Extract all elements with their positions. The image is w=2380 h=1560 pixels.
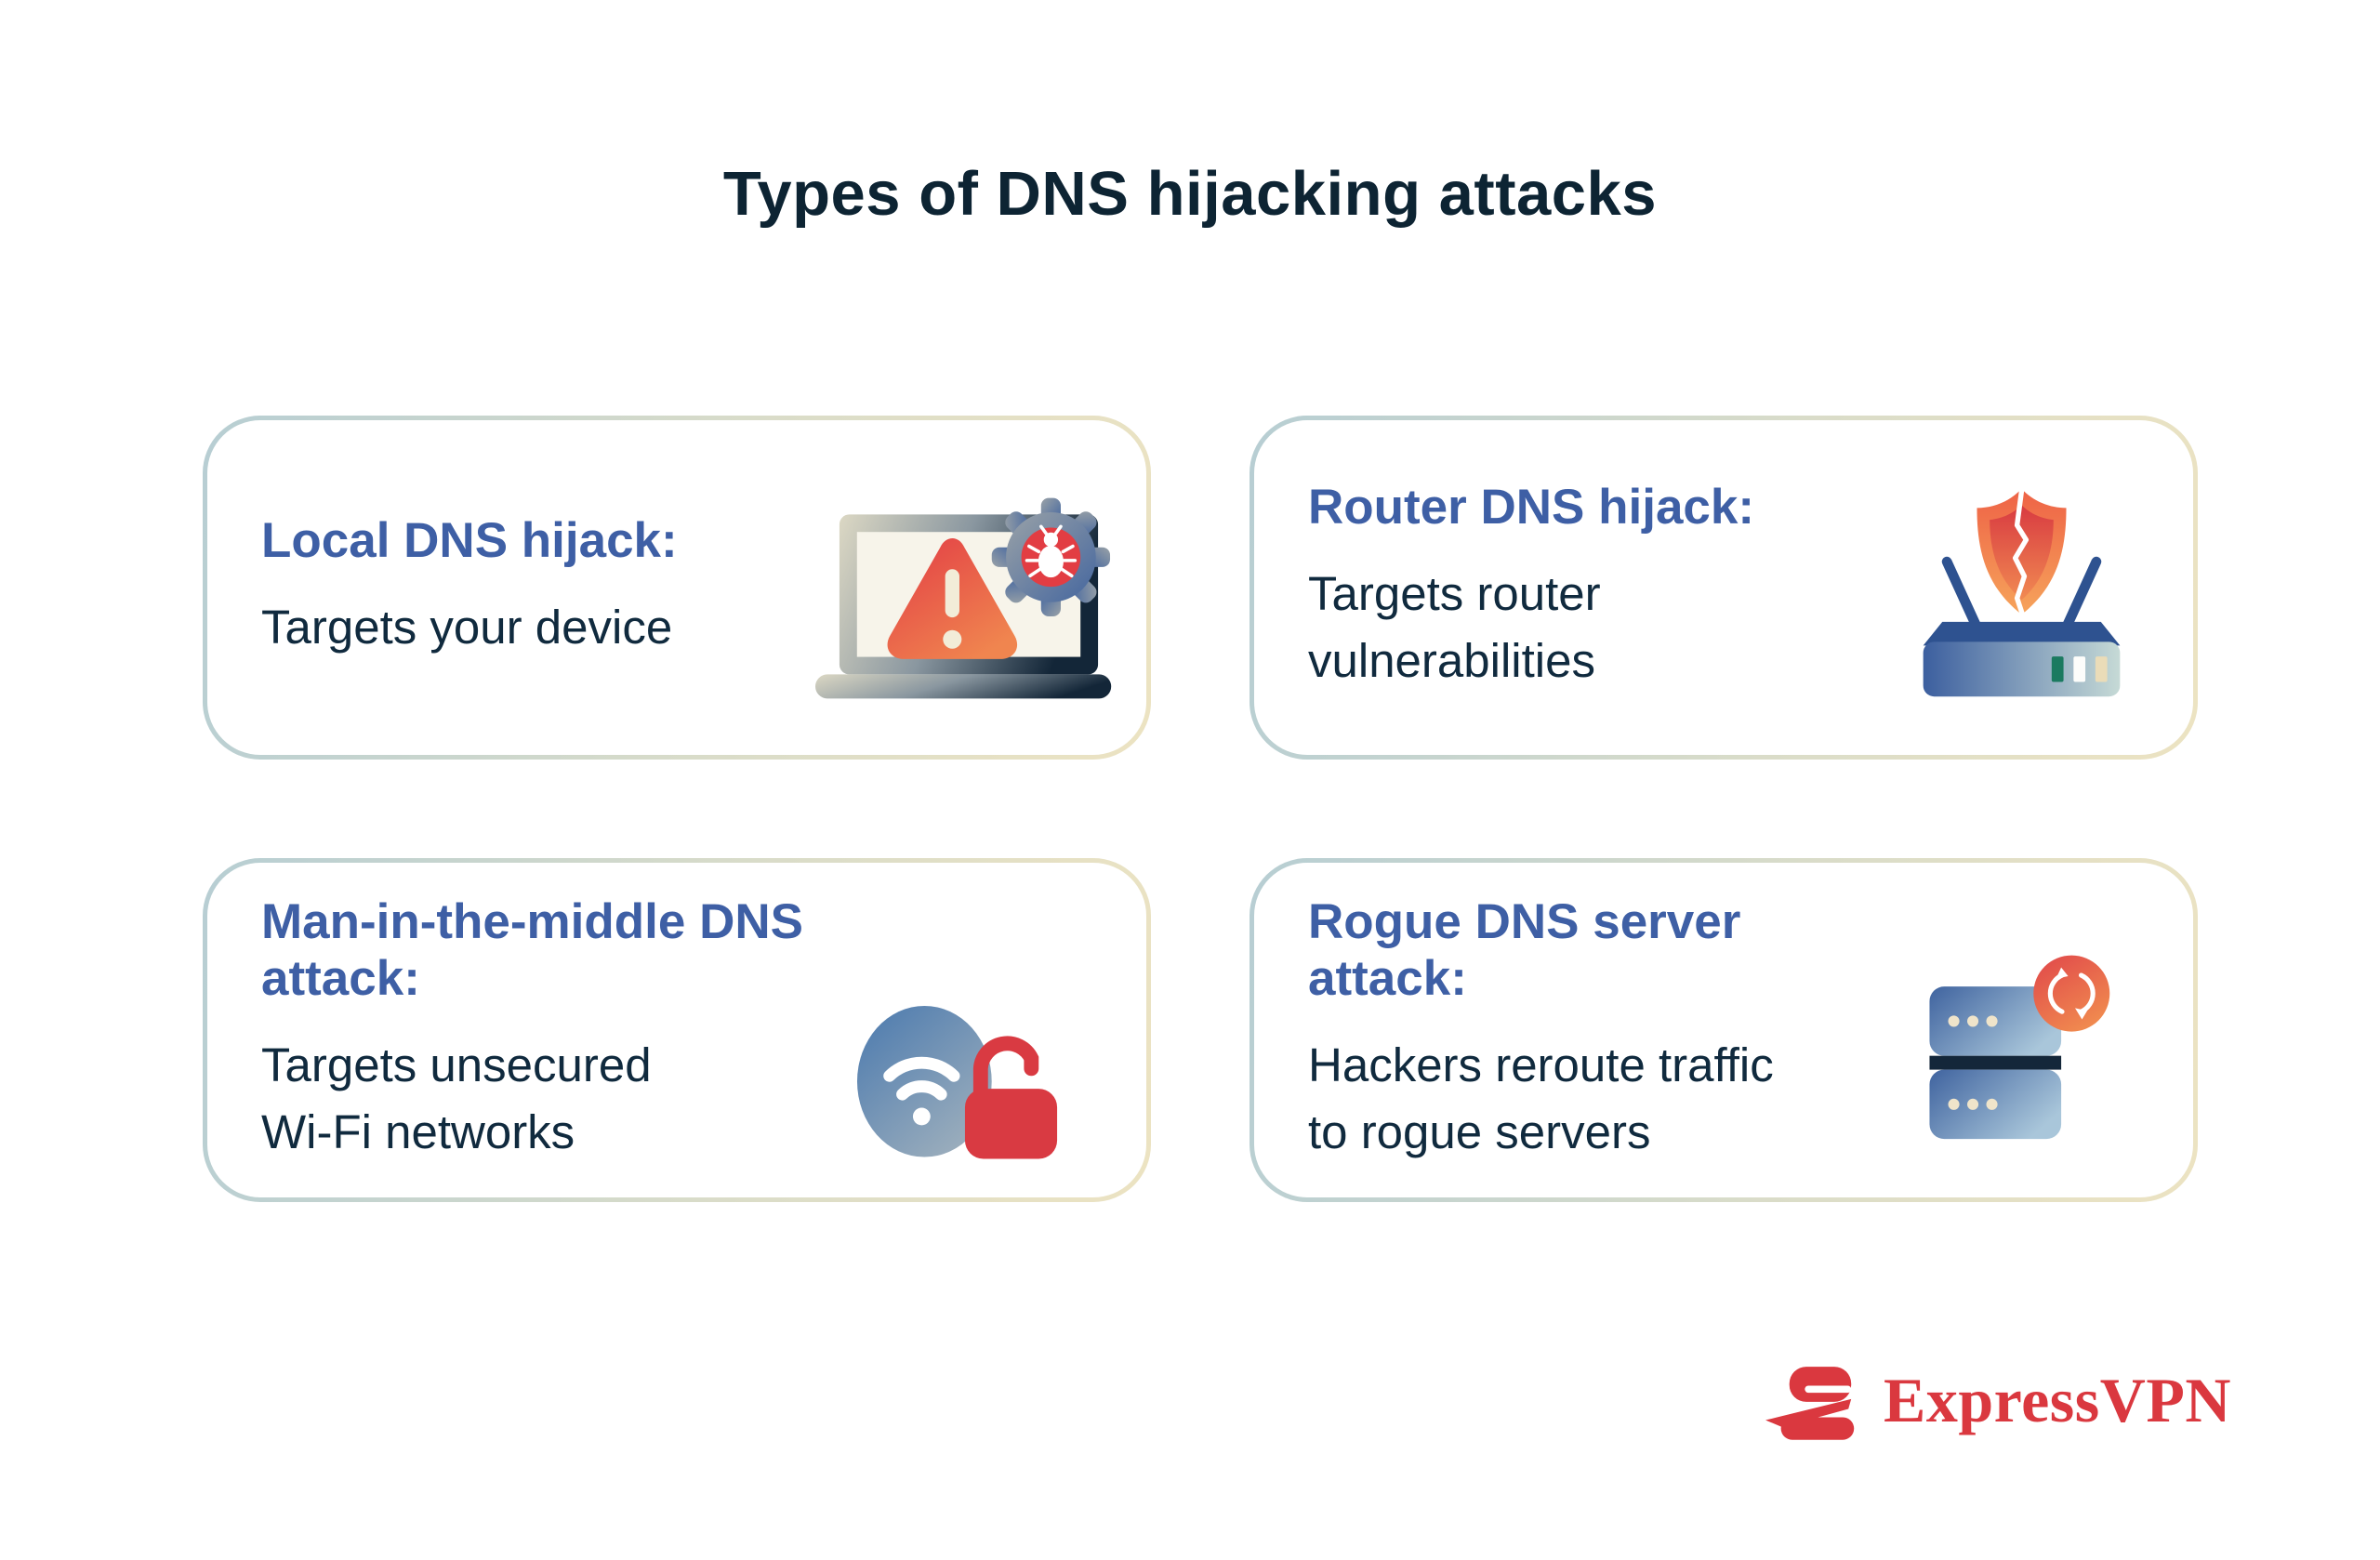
card-heading: Rogue DNS server attack:	[1308, 893, 1741, 1006]
card-body: Targets unsecured Wi-Fi networks	[261, 1038, 652, 1158]
cards-grid: Local DNS hijack: Targets your device	[203, 416, 2198, 1202]
brand-logo: ExpressVPN	[1763, 1359, 2231, 1441]
router-shield-broken-icon	[1923, 488, 2121, 697]
card-rogue-dns-server-attack: Rogue DNS server attack: Hackers reroute…	[1250, 858, 2198, 1202]
wifi-unlocked-icon	[856, 1005, 1058, 1159]
card-heading: Local DNS hijack:	[261, 513, 678, 569]
card-local-dns-hijack: Local DNS hijack: Targets your device	[203, 416, 1151, 760]
card-router-dns-hijack: Router DNS hijack: Targets router vulner…	[1250, 416, 2198, 760]
card-body: Hackers reroute traffic to rogue servers	[1308, 1038, 1774, 1158]
card-heading: Router DNS hijack:	[1308, 480, 1755, 535]
expressvpn-logo-icon	[1765, 1367, 1855, 1440]
server-reroute-icon	[1929, 955, 2110, 1140]
brand-wordmark: ExpressVPN	[1884, 1364, 2231, 1435]
card-man-in-the-middle-dns-attack: Man-in-the-middle DNS attack: Targets un…	[203, 858, 1151, 1202]
card-heading: Man-in-the-middle DNS attack:	[261, 893, 803, 1006]
card-body: Targets your device	[261, 601, 673, 654]
page-title: Types of DNS hijacking attacks	[722, 159, 1658, 229]
card-body: Targets router vulnerabilities	[1308, 567, 1601, 688]
laptop-malware-icon	[815, 497, 1112, 699]
